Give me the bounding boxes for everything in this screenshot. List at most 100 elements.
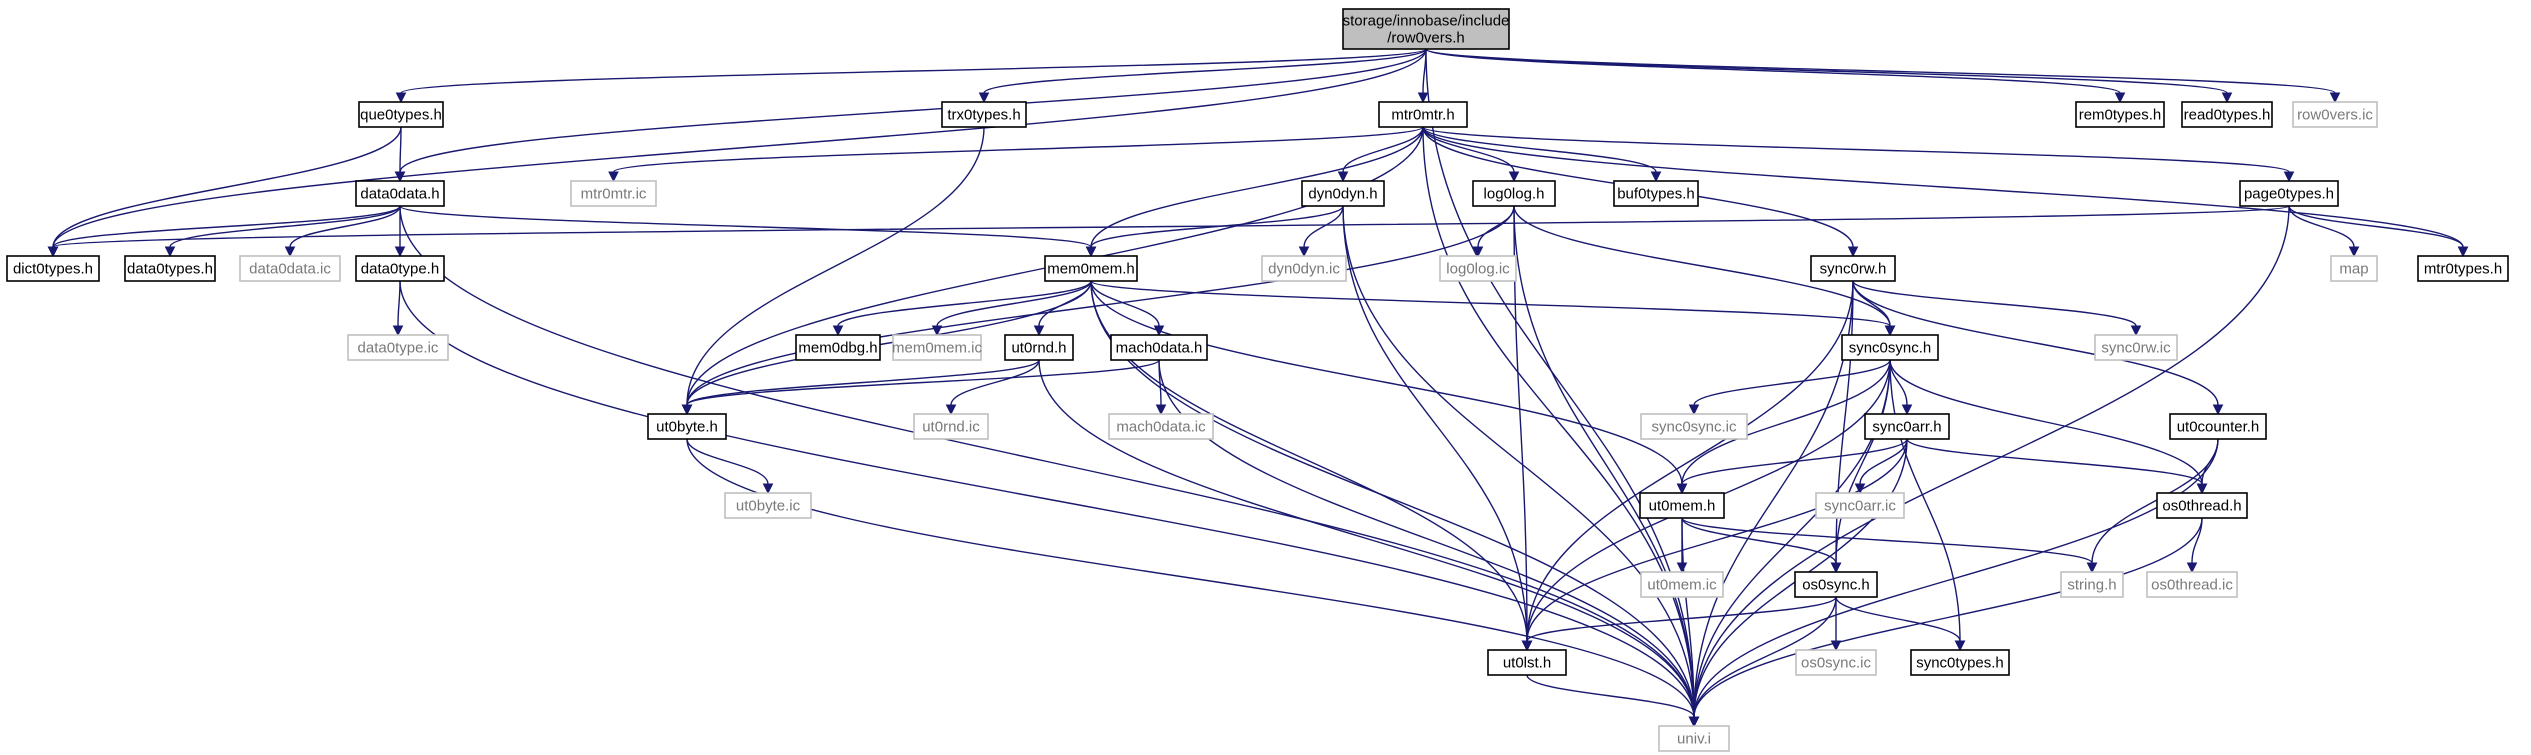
node-box [1613, 180, 1699, 207]
edge-line [1693, 517, 2203, 718]
edge-os0sync-to-ut0lst [1521, 596, 1837, 652]
edge-line [1422, 126, 2464, 248]
node-sync0arr[interactable]: sync0arr.h [1864, 413, 1950, 440]
node-sync0arr-ic: sync0arr.ic [1815, 492, 1905, 519]
arrowhead [394, 171, 406, 183]
node-ut0byte[interactable]: ut0byte.h [647, 413, 727, 440]
edge-line [1681, 517, 1837, 564]
node-ut0mem[interactable]: ut0mem.h [1639, 492, 1725, 519]
edge-line [1693, 205, 2290, 718]
node-data0types[interactable]: data0types.h [124, 255, 216, 282]
node-box [647, 413, 727, 440]
arrowhead [1688, 716, 1700, 728]
edge-line [1526, 438, 1908, 642]
node-label: sync0sync.h [1849, 340, 1932, 357]
node-mem0mem[interactable]: mem0mem.h [1044, 255, 1138, 282]
node-que0types[interactable]: que0types.h [358, 101, 444, 128]
arrowhead [1155, 404, 1167, 416]
node-trx0types[interactable]: trx0types.h [941, 101, 1027, 128]
node-label: que0types.h [360, 107, 442, 124]
node-mach0data[interactable]: mach0data.h [1110, 334, 1208, 361]
edge-root-to-trx0types [978, 48, 1427, 104]
node-data0data[interactable]: data0data.h [355, 180, 445, 207]
node-ut0lst[interactable]: ut0lst.h [1487, 649, 1567, 676]
node-mtr0types[interactable]: mtr0types.h [2417, 255, 2509, 282]
edge-data0data-to-dict0types [47, 205, 401, 258]
node-read0types[interactable]: read0types.h [2181, 101, 2273, 128]
edge-line [1038, 359, 1695, 718]
edge-line [399, 48, 1427, 173]
edge-trx0types-to-ut0byte [681, 126, 985, 416]
node-label: ut0counter.h [2177, 419, 2260, 436]
edge-line [1342, 205, 1528, 642]
edge-mem0mem-to-ut0mem [1090, 280, 1688, 495]
node-page0types[interactable]: page0types.h [2239, 180, 2339, 207]
node-label: os0thread.h [2162, 498, 2241, 515]
node-log0log[interactable]: log0log.h [1472, 180, 1556, 207]
node-log0log-ic: log0log.ic [1439, 255, 1517, 282]
arrowhead [978, 92, 990, 104]
node-box [2330, 255, 2378, 282]
arrowhead [2130, 325, 2142, 337]
node-sync0sync[interactable]: sync0sync.h [1841, 334, 1939, 361]
edge-line [399, 205, 1092, 248]
node-label: dyn0dyn.ic [1268, 261, 1340, 278]
node-box [2181, 101, 2273, 128]
node-rem0types[interactable]: rem0types.h [2075, 101, 2165, 128]
node-ut0rnd[interactable]: ut0rnd.h [1004, 334, 1074, 361]
node-dyn0dyn[interactable]: dyn0dyn.h [1301, 180, 1385, 207]
edge-line [399, 280, 1695, 718]
node-data0type[interactable]: data0type.h [355, 255, 445, 282]
node-label: storage/innobase/include/row0vers.h [1343, 13, 1510, 47]
node-box [1261, 255, 1347, 282]
edge-line [2091, 438, 2219, 564]
node-box [1487, 649, 1567, 676]
edge-line [1425, 48, 2121, 94]
node-label: row0vers.ic [2297, 107, 2373, 124]
node-ut0counter[interactable]: ut0counter.h [2169, 413, 2267, 440]
node-label: ut0byte.h [656, 419, 718, 436]
node-buf0types[interactable]: buf0types.h [1613, 180, 1699, 207]
arrowhead [395, 92, 407, 104]
arrowhead [1472, 246, 1484, 258]
edge-os0sync-to-os0sync_ic [1830, 597, 1842, 652]
edge-line [686, 359, 1160, 406]
node-box [2146, 571, 2238, 598]
edge-ut0rnd-to-ut0byte [681, 359, 1040, 416]
node-dict0types[interactable]: dict0types.h [6, 255, 100, 282]
edge-line [1425, 48, 2228, 94]
node-box [1794, 571, 1878, 598]
arrowhead [1954, 640, 1966, 652]
node-data0type-ic: data0type.ic [347, 334, 449, 361]
arrowhead [2114, 92, 2126, 104]
node-os0thread[interactable]: os0thread.h [2156, 492, 2248, 519]
arrowhead [2212, 404, 2224, 416]
arrowhead [2283, 171, 2295, 183]
node-mtr0mtr[interactable]: mtr0mtr.h [1378, 101, 1468, 128]
edge-mem0mem-to-mem0mem_ic [931, 280, 1092, 337]
node-label: buf0types.h [1617, 186, 1695, 203]
edge-page0types-to-map [2288, 205, 2360, 258]
node-box [1472, 180, 1556, 207]
edge-sync0sync-to-sync0sync_ic [1688, 359, 1891, 416]
node-mem0dbg[interactable]: mem0dbg.h [795, 334, 881, 361]
node-box [347, 334, 449, 361]
arrowhead [2329, 92, 2341, 104]
node-os0sync[interactable]: os0sync.h [1794, 571, 1878, 598]
node-label: dict0types.h [13, 261, 93, 278]
node-box [2156, 492, 2248, 519]
node-label: sync0rw.ic [2101, 340, 2171, 357]
edge-mtr0mtr-to-dyn0dyn [1337, 126, 1424, 183]
node-root[interactable]: storage/innobase/include/row0vers.h [1342, 8, 1510, 50]
node-box [1640, 413, 1748, 440]
node-label: mach0data.ic [1116, 419, 1206, 436]
arrowhead [1830, 640, 1842, 652]
node-box [1004, 334, 1074, 361]
edge-line [289, 205, 401, 248]
arrowhead [392, 325, 404, 337]
node-sync0rw[interactable]: sync0rw.h [1810, 255, 1896, 282]
node-sync0types[interactable]: sync0types.h [1910, 649, 2010, 676]
edge-line [1526, 674, 1695, 718]
node-box [1108, 413, 1214, 440]
